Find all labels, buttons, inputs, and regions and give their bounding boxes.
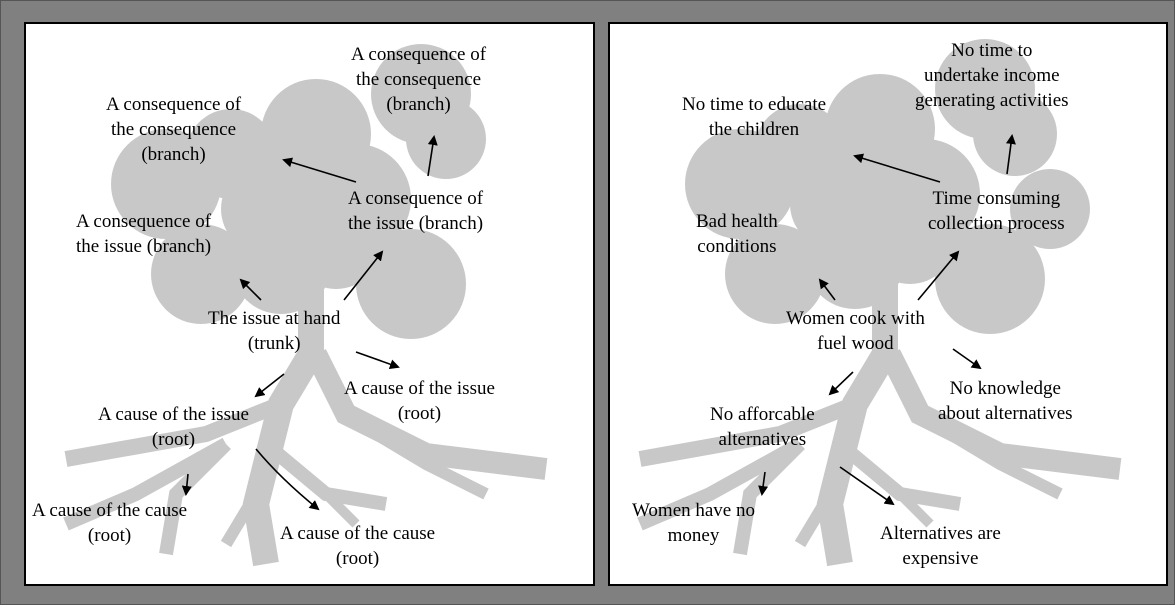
arrow bbox=[356, 352, 398, 367]
label-issue-trunk: The issue at hand(trunk) bbox=[208, 306, 340, 356]
label-cause-of-issue-right: A cause of the issue(root) bbox=[344, 376, 495, 426]
arrow bbox=[953, 349, 980, 368]
label-cause-of-cause-right: A cause of the cause(root) bbox=[280, 521, 435, 571]
label-cause-of-issue-left: A cause of the issue(root) bbox=[98, 402, 249, 452]
label-cause-of-cause-left: A cause of the cause(root) bbox=[32, 498, 187, 548]
